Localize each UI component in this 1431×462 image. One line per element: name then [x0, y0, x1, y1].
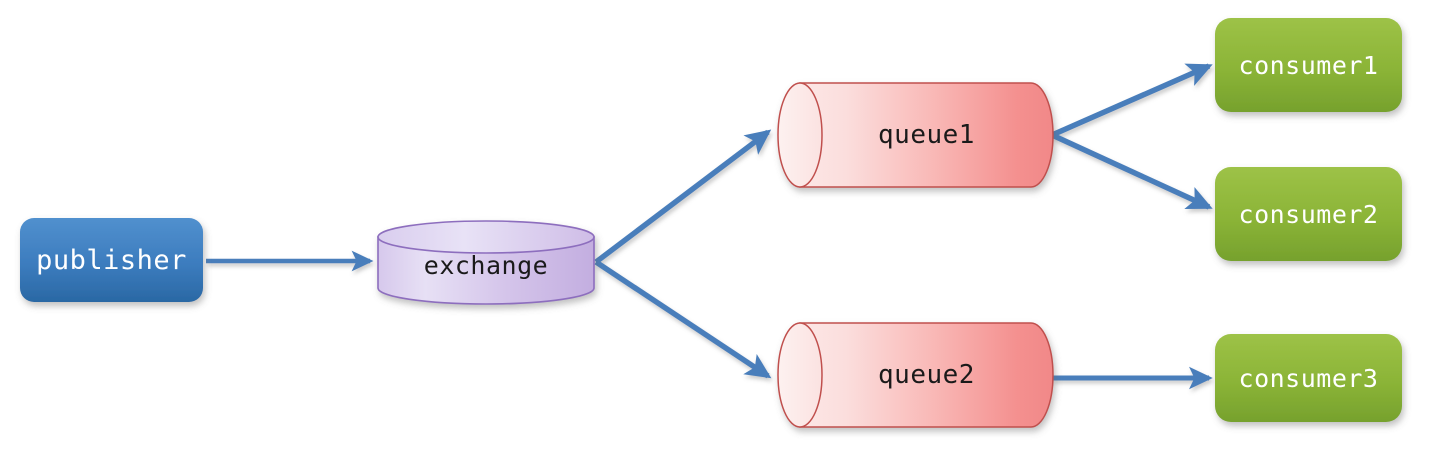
node-exchange[interactable]: [377, 220, 595, 305]
node-publisher[interactable]: [20, 218, 203, 302]
consumer2-shape[interactable]: [1215, 167, 1402, 261]
node-consumer2[interactable]: [1215, 167, 1402, 261]
node-consumer3[interactable]: [1215, 334, 1402, 422]
node-consumer1[interactable]: [1215, 18, 1402, 112]
edge-queue1-to-consumer2: [1050, 132, 1213, 210]
queue2-body[interactable]: [799, 322, 1054, 428]
publisher-shape[interactable]: [20, 218, 203, 302]
edges-group: [206, 63, 1213, 390]
edge-exchange-to-queue2: [594, 259, 772, 379]
queue1-body[interactable]: [799, 82, 1054, 188]
node-queue2[interactable]: [777, 322, 1054, 428]
exchange-top-ellipse: [377, 220, 595, 254]
queue2-left-cap: [777, 322, 823, 428]
exchange-body[interactable]: [377, 236, 595, 305]
consumer3-shape[interactable]: [1215, 334, 1402, 422]
edge-exchange-to-queue1: [594, 129, 772, 265]
consumer1-shape[interactable]: [1215, 18, 1402, 112]
edge-queue1-to-consumer1: [1050, 63, 1213, 138]
node-queue1[interactable]: [777, 82, 1054, 188]
queue1-left-cap: [777, 82, 823, 188]
